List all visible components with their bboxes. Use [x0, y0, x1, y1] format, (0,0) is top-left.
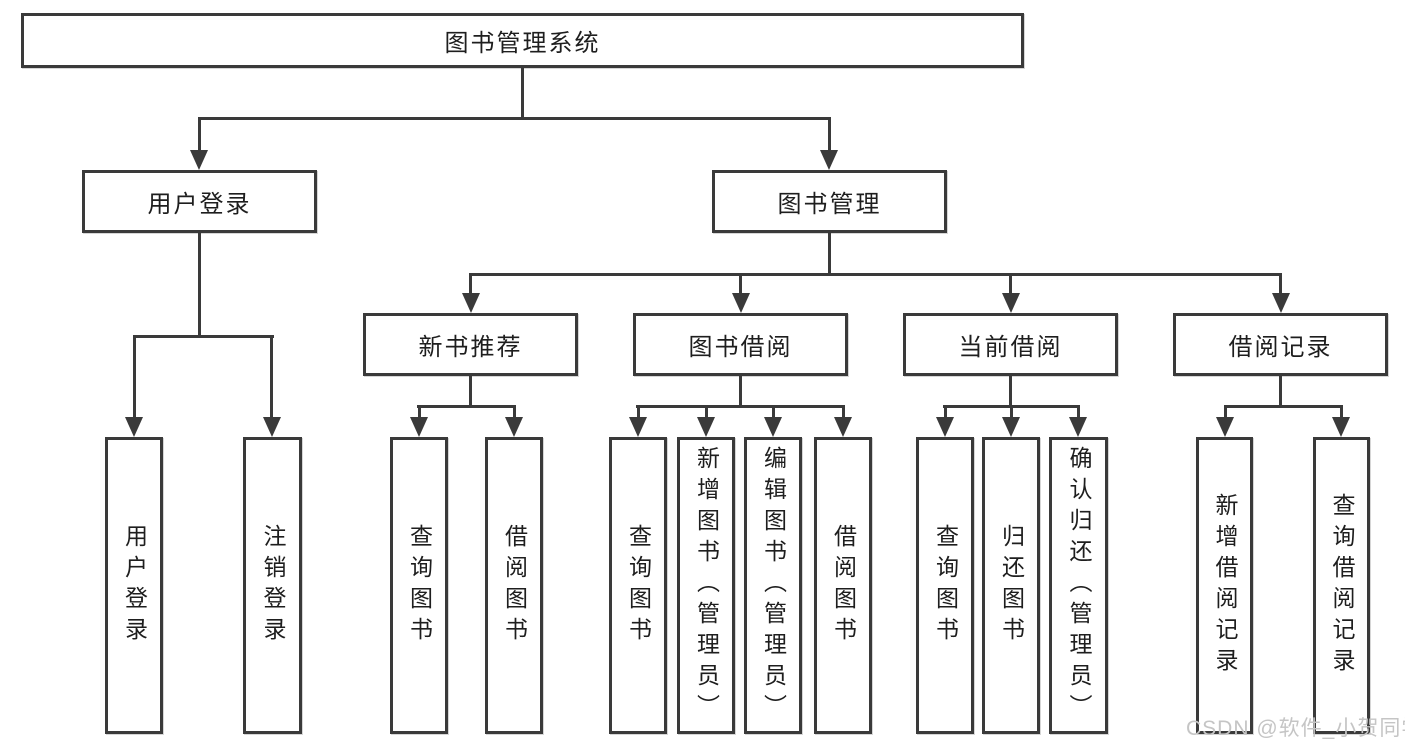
leaf-current-query: 查询图书 — [916, 437, 974, 734]
leaf-current-query-label: 查询图书 — [932, 523, 959, 648]
node-book-management: 图书管理 — [712, 170, 947, 233]
arrowhead-down-icon — [1002, 293, 1020, 313]
node-current-borrow-label: 当前借阅 — [958, 334, 1063, 361]
arrowhead-down-icon — [190, 150, 208, 170]
connector-leaf-line — [705, 405, 708, 421]
leaf-records-add: 新增借阅记录 — [1196, 437, 1253, 734]
node-borrow-records: 借阅记录 — [1173, 313, 1388, 376]
node-current-borrow: 当前借阅 — [903, 313, 1118, 376]
leaf-current-return-label: 归还图书 — [998, 523, 1025, 648]
leaf-records-add-label: 新增借阅记录 — [1212, 492, 1238, 679]
leaf-user-login-label: 用户登录 — [121, 523, 148, 648]
node-book-borrow-label: 图书借阅 — [688, 334, 793, 361]
leaf-logout: 注销登录 — [243, 437, 302, 734]
arrowhead-down-icon — [125, 417, 143, 437]
connector-to-leaf-logout — [270, 335, 273, 420]
connector-to-book-management — [828, 117, 831, 153]
node-new-book-recommend: 新书推荐 — [363, 313, 578, 376]
arrowhead-down-icon — [834, 417, 852, 437]
arrowhead-down-icon — [410, 417, 428, 437]
node-book-management-label: 图书管理 — [777, 191, 882, 218]
connector-user-login-stub — [198, 233, 201, 338]
leaf-newbook-borrow-label: 借阅图书 — [501, 523, 528, 648]
arrowhead-down-icon — [1272, 293, 1290, 313]
arrowhead-down-icon — [462, 293, 480, 313]
connector-to-book-borrow — [739, 273, 742, 296]
connector-leaf-line — [772, 405, 775, 421]
leaf-borrow-edit-admin-label: 编辑图书（管理员） — [760, 446, 787, 725]
connector-current-borrow-stub — [1009, 376, 1012, 408]
leaf-current-confirm-admin: 确认归还（管理员） — [1049, 437, 1108, 734]
connector-leaf-line — [1340, 405, 1343, 421]
leaf-user-login: 用户登录 — [105, 437, 163, 734]
connector-branch-borrow-records — [1224, 405, 1342, 408]
leaf-borrow-query: 查询图书 — [609, 437, 667, 734]
connector-new-book-stub — [469, 376, 472, 408]
connector-leaf-line — [944, 405, 947, 421]
leaf-borrow-edit-admin: 编辑图书（管理员） — [744, 437, 802, 734]
arrowhead-down-icon — [1002, 417, 1020, 437]
leaf-current-confirm-admin-label: 确认归还（管理员） — [1066, 446, 1092, 725]
connector-leaf-line — [1224, 405, 1227, 421]
arrowhead-down-icon — [732, 293, 750, 313]
connector-to-borrow-records — [1279, 273, 1282, 296]
connector-leaf-line — [1077, 405, 1080, 421]
connector-to-leaf-user-login — [133, 335, 136, 420]
connector-branch-user-login — [133, 335, 274, 338]
leaf-records-query-label: 查询借阅记录 — [1329, 492, 1355, 679]
arrowhead-down-icon — [936, 417, 954, 437]
arrowhead-down-icon — [263, 417, 281, 437]
connector-leaf-line — [1010, 405, 1013, 421]
connector-leaf-line — [637, 405, 640, 421]
leaf-records-query: 查询借阅记录 — [1313, 437, 1370, 734]
arrowhead-down-icon — [629, 417, 647, 437]
leaf-newbook-query-label: 查询图书 — [406, 523, 433, 648]
connector-branch-level3 — [469, 273, 1282, 276]
arrowhead-down-icon — [697, 417, 715, 437]
connector-branch-level2 — [198, 117, 831, 120]
leaf-logout-label: 注销登录 — [260, 523, 286, 648]
leaf-borrow-add-admin-label: 新增图书（管理员） — [693, 446, 720, 725]
arrowhead-down-icon — [1216, 417, 1234, 437]
arrowhead-down-icon — [1332, 417, 1350, 437]
connector-leaf-line — [513, 405, 516, 421]
connector-leaf-line — [418, 405, 421, 421]
connector-branch-new-book — [417, 405, 515, 408]
leaf-borrow-query-label: 查询图书 — [625, 523, 652, 648]
arrowhead-down-icon — [1069, 417, 1087, 437]
node-user-login-label: 用户登录 — [147, 191, 252, 218]
node-root: 图书管理系统 — [21, 13, 1024, 68]
leaf-borrow-add-admin: 新增图书（管理员） — [677, 437, 735, 734]
arrowhead-down-icon — [764, 417, 782, 437]
connector-to-new-book — [469, 273, 472, 296]
connector-leaf-line — [842, 405, 845, 421]
arrowhead-down-icon — [820, 150, 838, 170]
connector-branch-book-borrow — [636, 405, 844, 408]
connector-borrow-records-stub — [1279, 376, 1282, 408]
connector-book-management-stub — [828, 233, 831, 276]
connector-to-user-login — [198, 117, 201, 153]
node-user-login: 用户登录 — [82, 170, 317, 233]
node-new-book-recommend-label: 新书推荐 — [418, 334, 523, 361]
leaf-newbook-query: 查询图书 — [390, 437, 448, 734]
connector-root-stub — [521, 68, 524, 120]
leaf-borrow-book-label: 借阅图书 — [830, 523, 857, 648]
connector-to-current-borrow — [1009, 273, 1012, 296]
arrowhead-down-icon — [505, 417, 523, 437]
connector-book-borrow-stub — [739, 376, 742, 408]
node-root-label: 图书管理系统 — [444, 30, 601, 57]
leaf-borrow-book: 借阅图书 — [814, 437, 872, 734]
node-borrow-records-label: 借阅记录 — [1228, 334, 1333, 361]
leaf-current-return: 归还图书 — [982, 437, 1040, 734]
watermark: CSDN @软件_小贺同学 — [1186, 717, 1405, 740]
node-book-borrow: 图书借阅 — [633, 313, 848, 376]
leaf-newbook-borrow: 借阅图书 — [485, 437, 543, 734]
